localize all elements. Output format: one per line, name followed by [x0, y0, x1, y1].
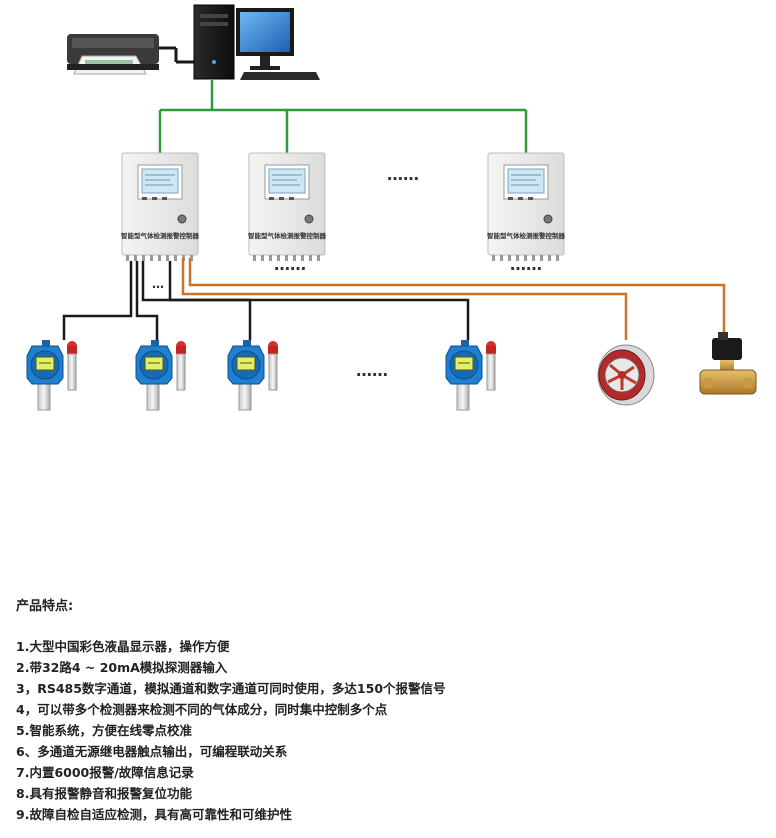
- gas-detector-4: [445, 339, 497, 411]
- features-title: 产品特点:: [16, 599, 74, 614]
- network-bus: [158, 80, 528, 153]
- gas-detector-1: [26, 339, 78, 411]
- controller-3: 智能型气体检测报警控制器: [487, 152, 566, 262]
- controller-label-1: 智能型气体检测报警控制器: [121, 231, 200, 240]
- controller-2-terminal-ellipsis: ……: [274, 255, 306, 274]
- feature-item: 8.具有报警静音和报警复位功能: [16, 786, 192, 801]
- relay-wires: [181, 258, 726, 340]
- controller-3-terminal-ellipsis: ……: [510, 255, 542, 274]
- feature-item: 4，可以带多个检测器来检测不同的气体成分，同时集中控制多个点: [16, 702, 388, 717]
- solenoid-valve: [699, 332, 757, 395]
- product-features: 产品特点: 1.大型中国彩色液晶显示器，操作方便 2.带32路4 ~ 20mA模…: [16, 598, 766, 825]
- wire-ellipsis: …: [152, 277, 164, 291]
- feature-item: 5.智能系统，方便在线零点校准: [16, 723, 192, 738]
- feature-item: 1.大型中国彩色液晶显示器，操作方便: [16, 639, 230, 654]
- feature-item: 2.带32路4 ~ 20mA模拟探测器输入: [16, 660, 228, 675]
- computer: [193, 4, 320, 80]
- printer: [67, 34, 159, 75]
- detector-ellipsis: ……: [356, 361, 388, 380]
- feature-item: 3，RS485数字通道，模拟通道和数字通道可同时使用，多达150个报警信号: [16, 681, 446, 696]
- feature-item: 6、多通道无源继电器触点输出，可编程联动关系: [16, 744, 288, 759]
- controller-main: 智能型气体检测报警控制器: [121, 152, 200, 262]
- controller-ellipsis: ……: [387, 165, 419, 184]
- signal-wires: [62, 261, 470, 340]
- exhaust-fan: [597, 344, 655, 406]
- controller-2: 智能型气体检测报警控制器: [248, 152, 327, 262]
- controller-label-3: 智能型气体检测报警控制器: [487, 231, 566, 240]
- feature-item: 9.故障自检自适应检测，具有高可靠性和可维护性: [16, 807, 292, 822]
- feature-item: 7.内置6000报警/故障信息记录: [16, 765, 194, 780]
- features-list: 1.大型中国彩色液晶显示器，操作方便 2.带32路4 ~ 20mA模拟探测器输入…: [16, 636, 766, 825]
- gas-detector-3: [227, 339, 279, 411]
- system-diagram: 智能型气体检测报警控制器 智能型气体检测报警控制器 智能型气体检测报警控制器 ……: [26, 4, 757, 411]
- gas-detector-2: [135, 339, 187, 411]
- controller-label-2: 智能型气体检测报警控制器: [248, 231, 327, 240]
